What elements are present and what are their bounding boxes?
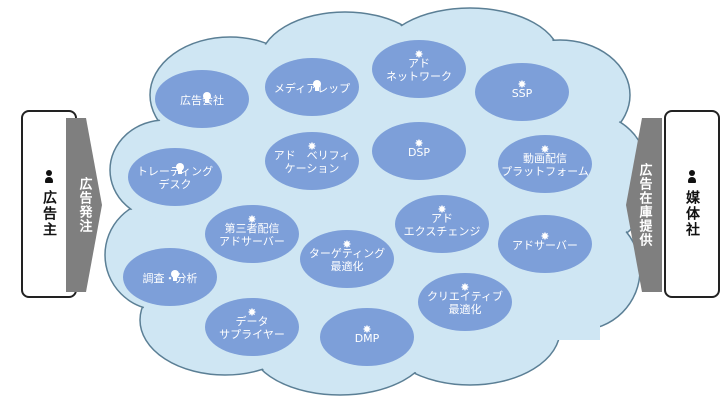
node-label: 第三者配信 アドサーバー: [219, 222, 285, 248]
node-creative: ✸ クリエイティブ 最適化: [418, 273, 512, 331]
node-trading-desk: トレーディング デスク: [128, 148, 222, 206]
node-targeting: ✸ ターゲティング 最適化: [300, 230, 394, 288]
publisher-label: 媒体社: [684, 190, 700, 238]
node-label: メディアレップ: [273, 81, 351, 95]
ad-order-label: 広告発注: [76, 177, 92, 233]
node-label: DMP: [354, 331, 380, 345]
inventory-supply-arrow: 広告在庫提供: [626, 118, 662, 292]
node-third-party-ad-server: ✸ 第三者配信 アドサーバー: [205, 205, 299, 263]
node-dmp: ✸ DMP: [320, 308, 414, 366]
node-data-supplier: ✸ データ サプライヤー: [205, 298, 299, 356]
node-label: DSP: [407, 145, 431, 159]
node-research: 調査・分析: [123, 248, 217, 306]
node-media-rep: メディアレップ: [265, 58, 359, 116]
node-label: アド ネットワーク: [386, 57, 452, 83]
node-ad-server: ✸ アドサーバー: [498, 215, 592, 273]
node-label: 動画配信 プラットフォーム: [501, 152, 589, 178]
node-dsp: ✸ DSP: [372, 122, 466, 180]
node-label: データ サプライヤー: [219, 315, 285, 341]
advertiser-label: 広告主: [41, 190, 57, 238]
node-ad-exchange: ✸ アド エクスチェンジ: [395, 195, 489, 253]
ad-order-arrow: 広告発注: [66, 118, 102, 292]
node-label: 調査・分析: [142, 271, 198, 285]
node-label: SSP: [511, 86, 533, 100]
person-icon: [44, 170, 54, 184]
person-icon: [687, 170, 697, 184]
node-label: ターゲティング 最適化: [308, 247, 386, 273]
node-label: アド ベリフィ ケーション: [273, 149, 351, 175]
node-ad-agency: 広告会社: [155, 70, 249, 128]
node-label: 広告会社: [180, 93, 224, 107]
inventory-supply-label: 広告在庫提供: [636, 163, 652, 247]
node-video-platform: ✸ 動画配信 プラットフォーム: [498, 135, 592, 193]
node-ssp: ✸ SSP: [475, 63, 569, 121]
node-label: クリエイティブ 最適化: [426, 290, 504, 316]
publisher-box: 媒体社: [664, 110, 720, 298]
node-label: トレーディング デスク: [136, 165, 214, 191]
node-ad-verification: ✸ アド ベリフィ ケーション: [265, 132, 359, 190]
node-label: アドサーバー: [512, 238, 578, 252]
node-ad-network: ✸ アド ネットワーク: [372, 40, 466, 98]
node-label: アド エクスチェンジ: [403, 212, 481, 238]
